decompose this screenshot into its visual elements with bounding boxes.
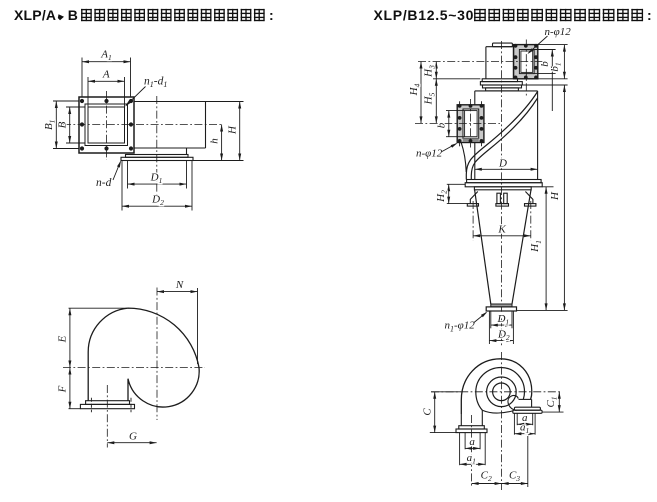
svg-text:H: H (227, 125, 239, 135)
svg-text:n1-φ12: n1-φ12 (445, 320, 476, 334)
svg-text:C: C (421, 408, 433, 416)
svg-text:A: A (102, 69, 110, 81)
svg-text:a1: a1 (520, 422, 529, 436)
svg-text:B: B (57, 121, 69, 128)
svg-text:F: F (57, 385, 69, 393)
svg-text::: : (647, 7, 652, 23)
svg-text:H2: H2 (435, 190, 449, 203)
svg-text:b: b (539, 61, 551, 67)
svg-text:E: E (57, 335, 69, 343)
svg-text:C3: C3 (509, 470, 520, 484)
svg-text:h: h (209, 138, 221, 144)
svg-text:H1: H1 (529, 240, 543, 253)
svg-text:B1: B1 (43, 120, 57, 130)
svg-text:XLP/A: XLP/A (14, 7, 56, 23)
svg-text:A1: A1 (100, 49, 111, 63)
svg-text:N: N (175, 279, 184, 291)
svg-text:n-φ12: n-φ12 (416, 148, 443, 160)
svg-text:b: b (436, 122, 448, 128)
svg-text:C2: C2 (481, 470, 492, 484)
svg-text:n1-d1: n1-d1 (144, 76, 167, 90)
svg-text:B: B (68, 7, 78, 23)
svg-text:D: D (498, 158, 507, 170)
svg-text:K: K (497, 224, 506, 236)
svg-text:D2: D2 (497, 329, 510, 343)
svg-text:H5: H5 (423, 92, 437, 105)
svg-text:H3: H3 (423, 65, 437, 78)
svg-text:n-d: n-d (96, 177, 112, 189)
svg-text:D2: D2 (151, 194, 164, 208)
svg-text:C1: C1 (545, 396, 559, 407)
svg-text:XLP/B12.5~30: XLP/B12.5~30 (374, 7, 475, 23)
svg-text:a: a (522, 412, 528, 424)
svg-text:b1: b1 (549, 62, 563, 71)
svg-text:D1: D1 (496, 313, 509, 327)
svg-text:a1: a1 (467, 452, 476, 466)
svg-text:H: H (549, 191, 561, 201)
svg-text:H4: H4 (408, 83, 422, 96)
svg-text:D1: D1 (150, 172, 163, 186)
svg-text:n-φ12: n-φ12 (545, 26, 572, 38)
svg-text:G: G (129, 431, 137, 443)
svg-text::: : (269, 7, 274, 23)
svg-text:a: a (469, 436, 475, 448)
